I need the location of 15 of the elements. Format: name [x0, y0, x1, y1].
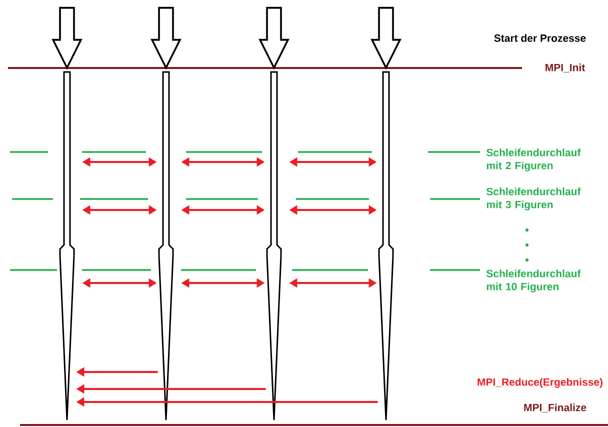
label-text: MPI_Init	[546, 64, 585, 72]
label-text: Schleifendurchlauf mit 10 Figuren	[486, 270, 581, 292]
process-start-arrow	[52, 6, 82, 70]
process-start-arrow	[370, 6, 402, 70]
process-line	[266, 71, 282, 421]
process-start-arrow	[150, 6, 182, 70]
process-line	[158, 71, 174, 421]
process-start-arrow	[258, 6, 290, 70]
process-line	[378, 71, 394, 421]
label-text: Start der Prozesse	[494, 34, 586, 42]
label-text: Schleifendurchlauf mit 3 Figuren	[486, 188, 581, 210]
label-text: Schleifendurchlauf mit 2 Figuren	[486, 148, 581, 172]
process-line	[59, 71, 75, 421]
label-text: MPI_Finalize	[524, 404, 586, 412]
label-text: MPI_Reduce(Ergebnisse)	[478, 378, 602, 388]
